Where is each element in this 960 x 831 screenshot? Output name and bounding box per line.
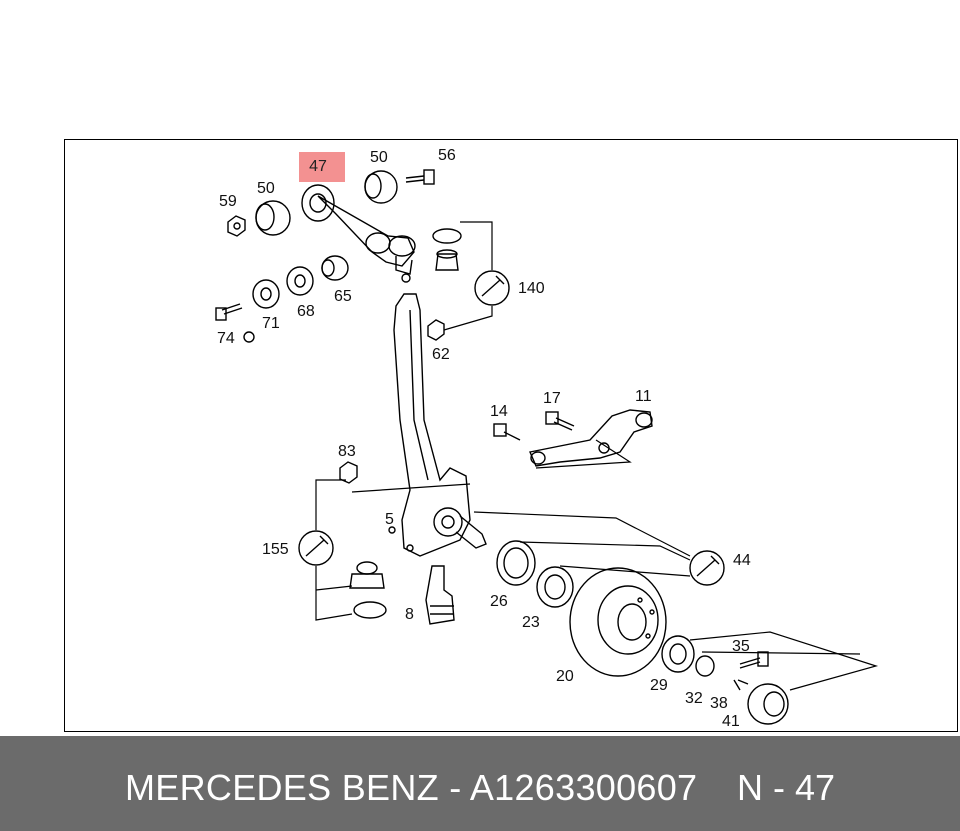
wrench-icon-44 — [689, 550, 725, 586]
bolt-17 — [545, 411, 575, 431]
wrench-icon-140 — [474, 270, 510, 306]
bolt-56 — [405, 169, 435, 185]
marker-circle-icon — [243, 331, 255, 343]
washer-65 — [321, 255, 349, 281]
callout-83: 83 — [338, 443, 356, 460]
part-number-title: MERCEDES BENZ - A1263300607 — [125, 767, 698, 808]
bearing-23 — [536, 566, 574, 608]
callout-26: 26 — [490, 593, 508, 610]
bushing-50a — [255, 200, 291, 236]
callout-50a: 50 — [257, 180, 275, 197]
nut-62 — [427, 319, 445, 341]
bolt-14 — [493, 423, 521, 441]
callout-32: 32 — [685, 690, 703, 707]
cap-41 — [747, 683, 789, 725]
callout-17: 17 — [543, 390, 561, 407]
callout-38: 38 — [710, 695, 728, 712]
washer-68 — [286, 266, 314, 296]
control-arm — [301, 184, 416, 283]
callout-14: 14 — [490, 403, 508, 420]
brake-disc-20 — [569, 567, 667, 677]
seal-26 — [496, 540, 536, 586]
callout-44: 44 — [733, 552, 751, 569]
callout-5: 5 — [385, 511, 394, 528]
callout-71: 71 — [262, 315, 280, 332]
callout-labels: 50 50 56 59 140 65 71 68 74 62 17 11 14 … — [217, 147, 751, 730]
nut-83 — [339, 461, 358, 484]
callout-41: 41 — [722, 713, 740, 730]
bolt-74 — [215, 303, 243, 321]
wrench-icon-155 — [298, 530, 334, 566]
callout-29: 29 — [650, 677, 668, 694]
track-arm — [529, 409, 653, 467]
washer-32 — [695, 655, 715, 677]
callout-155: 155 — [262, 541, 289, 558]
callout-35: 35 — [732, 638, 750, 655]
position-reference: N - 47 — [737, 767, 836, 808]
pin-38 — [733, 679, 749, 691]
footer-bar: MERCEDES BENZ - A1263300607 N - 47 — [0, 736, 960, 831]
callout-23: 23 — [522, 614, 540, 631]
washer-71 — [252, 279, 280, 309]
highlight-callout-47[interactable]: 47 — [309, 158, 327, 175]
callout-68: 68 — [297, 303, 315, 320]
exploded-parts-diagram: 50 50 56 59 140 65 71 68 74 62 17 11 14 … — [215, 147, 879, 730]
callout-50b: 50 — [370, 149, 388, 166]
callout-11: 11 — [635, 388, 652, 405]
callout-8: 8 — [405, 606, 414, 623]
pivot-8 — [425, 565, 455, 625]
callout-20: 20 — [556, 668, 574, 685]
bushing-50b — [364, 170, 398, 204]
callout-74: 74 — [217, 330, 235, 347]
balljoint-lower — [349, 561, 387, 619]
steering-knuckle — [388, 293, 487, 557]
callout-62: 62 — [432, 346, 450, 363]
callout-59: 59 — [219, 193, 237, 210]
nut-59 — [227, 215, 246, 237]
callout-140: 140 — [518, 280, 545, 297]
leader-lines — [315, 221, 879, 691]
balljoint-top — [432, 228, 462, 271]
bolt-35 — [739, 651, 769, 669]
callout-65: 65 — [334, 288, 352, 305]
bearing-29 — [661, 635, 695, 673]
highlight-box — [299, 152, 345, 182]
callout-56: 56 — [438, 147, 456, 164]
